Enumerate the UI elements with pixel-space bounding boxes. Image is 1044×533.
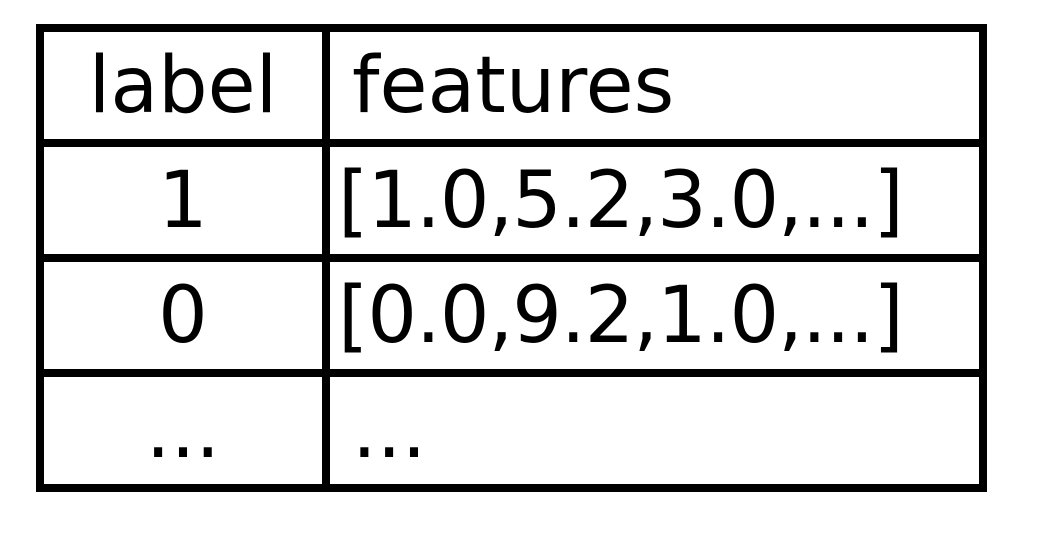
table-row: 0 [0.0,9.2,1.0,...] [36,254,987,377]
row-features-cell: [1.0,5.2,3.0,...] [322,139,987,262]
header-features: features [322,24,987,147]
row-label-cell: ... [36,369,330,492]
table-row: ... ... [36,369,987,492]
row-features-cell: [0.0,9.2,1.0,...] [322,254,987,377]
row-label-cell: 0 [36,254,330,377]
table-row: 1 [1.0,5.2,3.0,...] [36,139,987,262]
data-table: label features 1 [1.0,5.2,3.0,...] 0 [0.… [36,24,987,492]
header-label: label [36,24,330,147]
header-row: label features [36,24,987,147]
row-label-cell: 1 [36,139,330,262]
row-features-cell: ... [322,369,987,492]
